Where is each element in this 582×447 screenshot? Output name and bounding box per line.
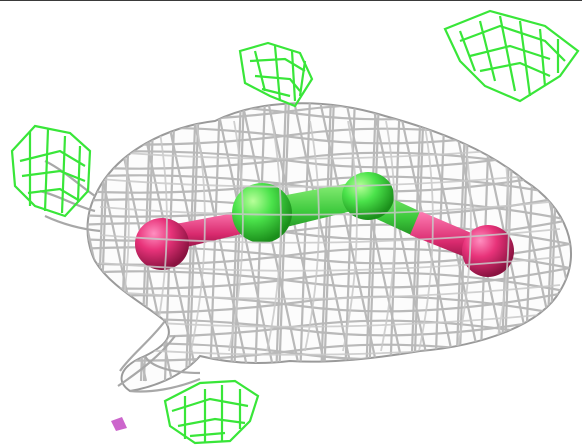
mesh-overlay-line xyxy=(99,228,561,244)
cage-top-right xyxy=(443,9,580,103)
mesh-line xyxy=(364,103,378,382)
mesh-line xyxy=(409,103,423,382)
cage-left xyxy=(10,124,92,218)
mesh-overlay-line xyxy=(99,200,561,216)
difference-density xyxy=(10,9,580,445)
mesh-line xyxy=(277,103,291,382)
mesh-line xyxy=(87,264,572,289)
mesh-overlay-line xyxy=(99,284,561,300)
mesh-line xyxy=(214,103,278,382)
terminal-atom-left xyxy=(135,218,189,270)
mesh-overlay-line xyxy=(266,120,282,352)
mesh-line xyxy=(54,96,64,381)
mesh-line xyxy=(266,103,330,382)
mesh-line xyxy=(232,103,246,382)
cage-bottom xyxy=(163,379,260,445)
mesh-line xyxy=(322,103,336,382)
mesh-overlay-line xyxy=(99,172,561,188)
mesh-line xyxy=(87,288,572,313)
mesh-overlay-line xyxy=(190,120,206,352)
mesh-overlay-line xyxy=(99,256,561,272)
mesh-overlay-line xyxy=(342,120,358,352)
mesh-line xyxy=(292,103,356,382)
mesh-overlay-line xyxy=(418,120,434,352)
mesh-line xyxy=(87,271,572,296)
mesh-line xyxy=(318,103,382,382)
central-atom-left xyxy=(232,183,292,243)
mesh-line xyxy=(298,103,312,382)
cage-top-middle xyxy=(238,41,314,108)
mesh-overlay-line xyxy=(228,120,244,352)
mesh-overlay-line xyxy=(304,120,320,352)
small-fragment xyxy=(111,417,127,431)
mesh-line xyxy=(87,144,572,169)
mesh-overlay-line xyxy=(380,120,396,352)
